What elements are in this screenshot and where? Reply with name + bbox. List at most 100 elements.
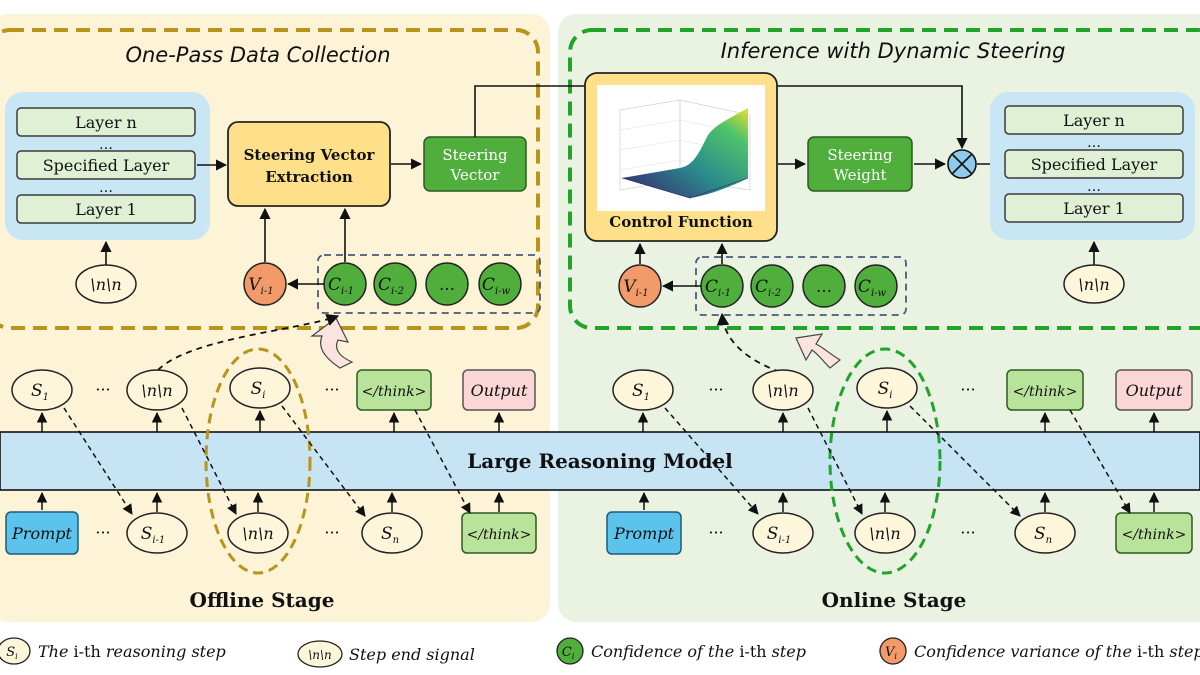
offline-dashed-diagonals [63, 405, 471, 517]
one-pass-collection-group [0, 28, 540, 330]
on-top-si [856, 367, 918, 409]
offline-specified-layer [16, 150, 196, 180]
legend: Si The i-th reasoning step \n\n Step end… [0, 637, 1200, 668]
online-feedback-arrow-icon [795, 333, 842, 369]
on-top-s1-label: S1 [632, 381, 650, 403]
online-c2-node [750, 264, 794, 308]
online-nn-label: \n\n [1078, 275, 1109, 294]
on-top-think [1006, 369, 1084, 411]
online-c-dots-label: … [816, 277, 832, 296]
online-layer-n-label: Layer n [1063, 111, 1125, 130]
online-layer-1 [1004, 193, 1184, 223]
on-bot-think-label: </think> [1122, 527, 1187, 543]
online-cw-label: Ci-w [858, 277, 887, 299]
legend-s-icon-label: Si [6, 645, 18, 661]
legend-c-icon [556, 637, 584, 665]
off-top-si [229, 367, 291, 409]
steering-vector-line2: Vector [450, 166, 501, 184]
on-top-dots1: ··· [708, 380, 723, 399]
on-top-si-label: Si [878, 379, 893, 401]
large-reasoning-model-label: Large Reasoning Model [467, 449, 733, 473]
offline-layer-1-label: Layer 1 [75, 200, 137, 219]
off-bot-sn-label: Sn [381, 524, 399, 546]
online-cw-node [854, 264, 898, 308]
offline-title: One-Pass Data Collection [125, 43, 390, 67]
legend-c-icon-label: Ci [562, 645, 575, 661]
off-bot-sn [361, 512, 423, 554]
off-bot-nn [227, 512, 289, 554]
on-output-label: Output [1126, 381, 1183, 400]
online-dashed-diagonals [664, 405, 1131, 517]
off-prompt-box [5, 511, 79, 555]
multiply-icon [947, 149, 977, 179]
on-prompt-label: Prompt [613, 524, 674, 543]
online-title: Inference with Dynamic Steering [721, 39, 1066, 63]
online-layer-1-label: Layer 1 [1063, 199, 1125, 218]
on-bot-sim1-label: Si-1 [767, 524, 792, 546]
offline-step-highlight [204, 347, 312, 575]
steering-weight-line1: Steering [827, 146, 893, 164]
legend-nn-text: Step end signal [349, 645, 475, 664]
on-top-nn-label: \n\n [767, 381, 798, 400]
off-top-si-label: Si [251, 379, 266, 401]
surface-plot-icon [619, 99, 751, 199]
on-bot-nn-label: \n\n [869, 524, 900, 543]
extraction-line2: Extraction [265, 168, 353, 186]
dynamic-steering-group [568, 28, 1200, 330]
offline-layer-dots1: … [99, 137, 113, 153]
offline-cw-label: Ci-w [482, 275, 511, 297]
off-bot-dots2: ··· [324, 523, 339, 542]
offline-c1-label: Ci-1 [328, 275, 354, 297]
offline-c2-label: Ci-2 [378, 275, 404, 297]
online-v-label: Vi-1 [623, 277, 648, 299]
offline-specified-layer-label: Specified Layer [43, 156, 170, 175]
off-top-nn [126, 369, 188, 411]
legend-nn-icon-label: \n\n [308, 648, 332, 662]
off-bot-dots1: ··· [95, 523, 110, 542]
on-bot-dots1: ··· [708, 523, 723, 542]
online-stage-label: Online Stage [822, 588, 967, 612]
offline-c-dots-label: … [439, 275, 455, 294]
online-c1-label: Ci-1 [705, 277, 731, 299]
online-c-dots-node [802, 264, 846, 308]
online-token-arrows [637, 409, 1160, 512]
off-top-nn-label: \n\n [141, 381, 172, 400]
online-step-highlight [828, 347, 942, 575]
offline-v-label: Vi-1 [248, 275, 273, 297]
online-dashed-arrow-to-c1 [716, 312, 781, 373]
off-bot-think-label: </think> [467, 527, 532, 543]
off-top-dots2: ··· [324, 380, 339, 399]
on-bot-sim1 [752, 512, 814, 554]
legend-s-text: The i-th reasoning step [38, 642, 226, 661]
on-top-s1 [612, 369, 674, 411]
steering-vector-line1: Steering [442, 146, 508, 164]
online-c2-label: Ci-2 [755, 277, 781, 299]
off-output-label: Output [471, 381, 528, 400]
online-layer-n [1004, 105, 1184, 135]
steering-weight-box [807, 136, 913, 192]
offline-c2-node [373, 262, 417, 306]
offline-c-dots-node [425, 262, 469, 306]
legend-c-text: Confidence of the i-th step [591, 642, 806, 661]
on-bot-think [1115, 512, 1193, 554]
off-prompt-label: Prompt [11, 524, 72, 543]
control-function-label: Control Function [609, 213, 753, 231]
off-top-s1 [11, 369, 73, 411]
on-top-dots2: ··· [960, 380, 975, 399]
legend-v-icon-label: Vi [885, 645, 897, 661]
on-top-nn [752, 369, 814, 411]
legend-v-text: Confidence variance of the i-th step [914, 642, 1200, 661]
on-prompt-box [606, 511, 682, 555]
offline-v-node [243, 262, 287, 306]
offline-stage-label: Offline Stage [190, 588, 335, 612]
legend-nn-icon [297, 640, 343, 668]
online-layer-dots2: … [1087, 179, 1101, 195]
off-top-dots1: ··· [95, 380, 110, 399]
on-bot-sn-label: Sn [1034, 524, 1052, 546]
offline-layer-1 [16, 194, 196, 224]
steering-vector-extraction-box [227, 121, 391, 207]
legend-v-icon [879, 637, 907, 665]
offline-layer-n [16, 107, 196, 137]
online-layer-dots1: … [1087, 135, 1101, 151]
online-specified-layer-label: Specified Layer [1031, 155, 1158, 174]
